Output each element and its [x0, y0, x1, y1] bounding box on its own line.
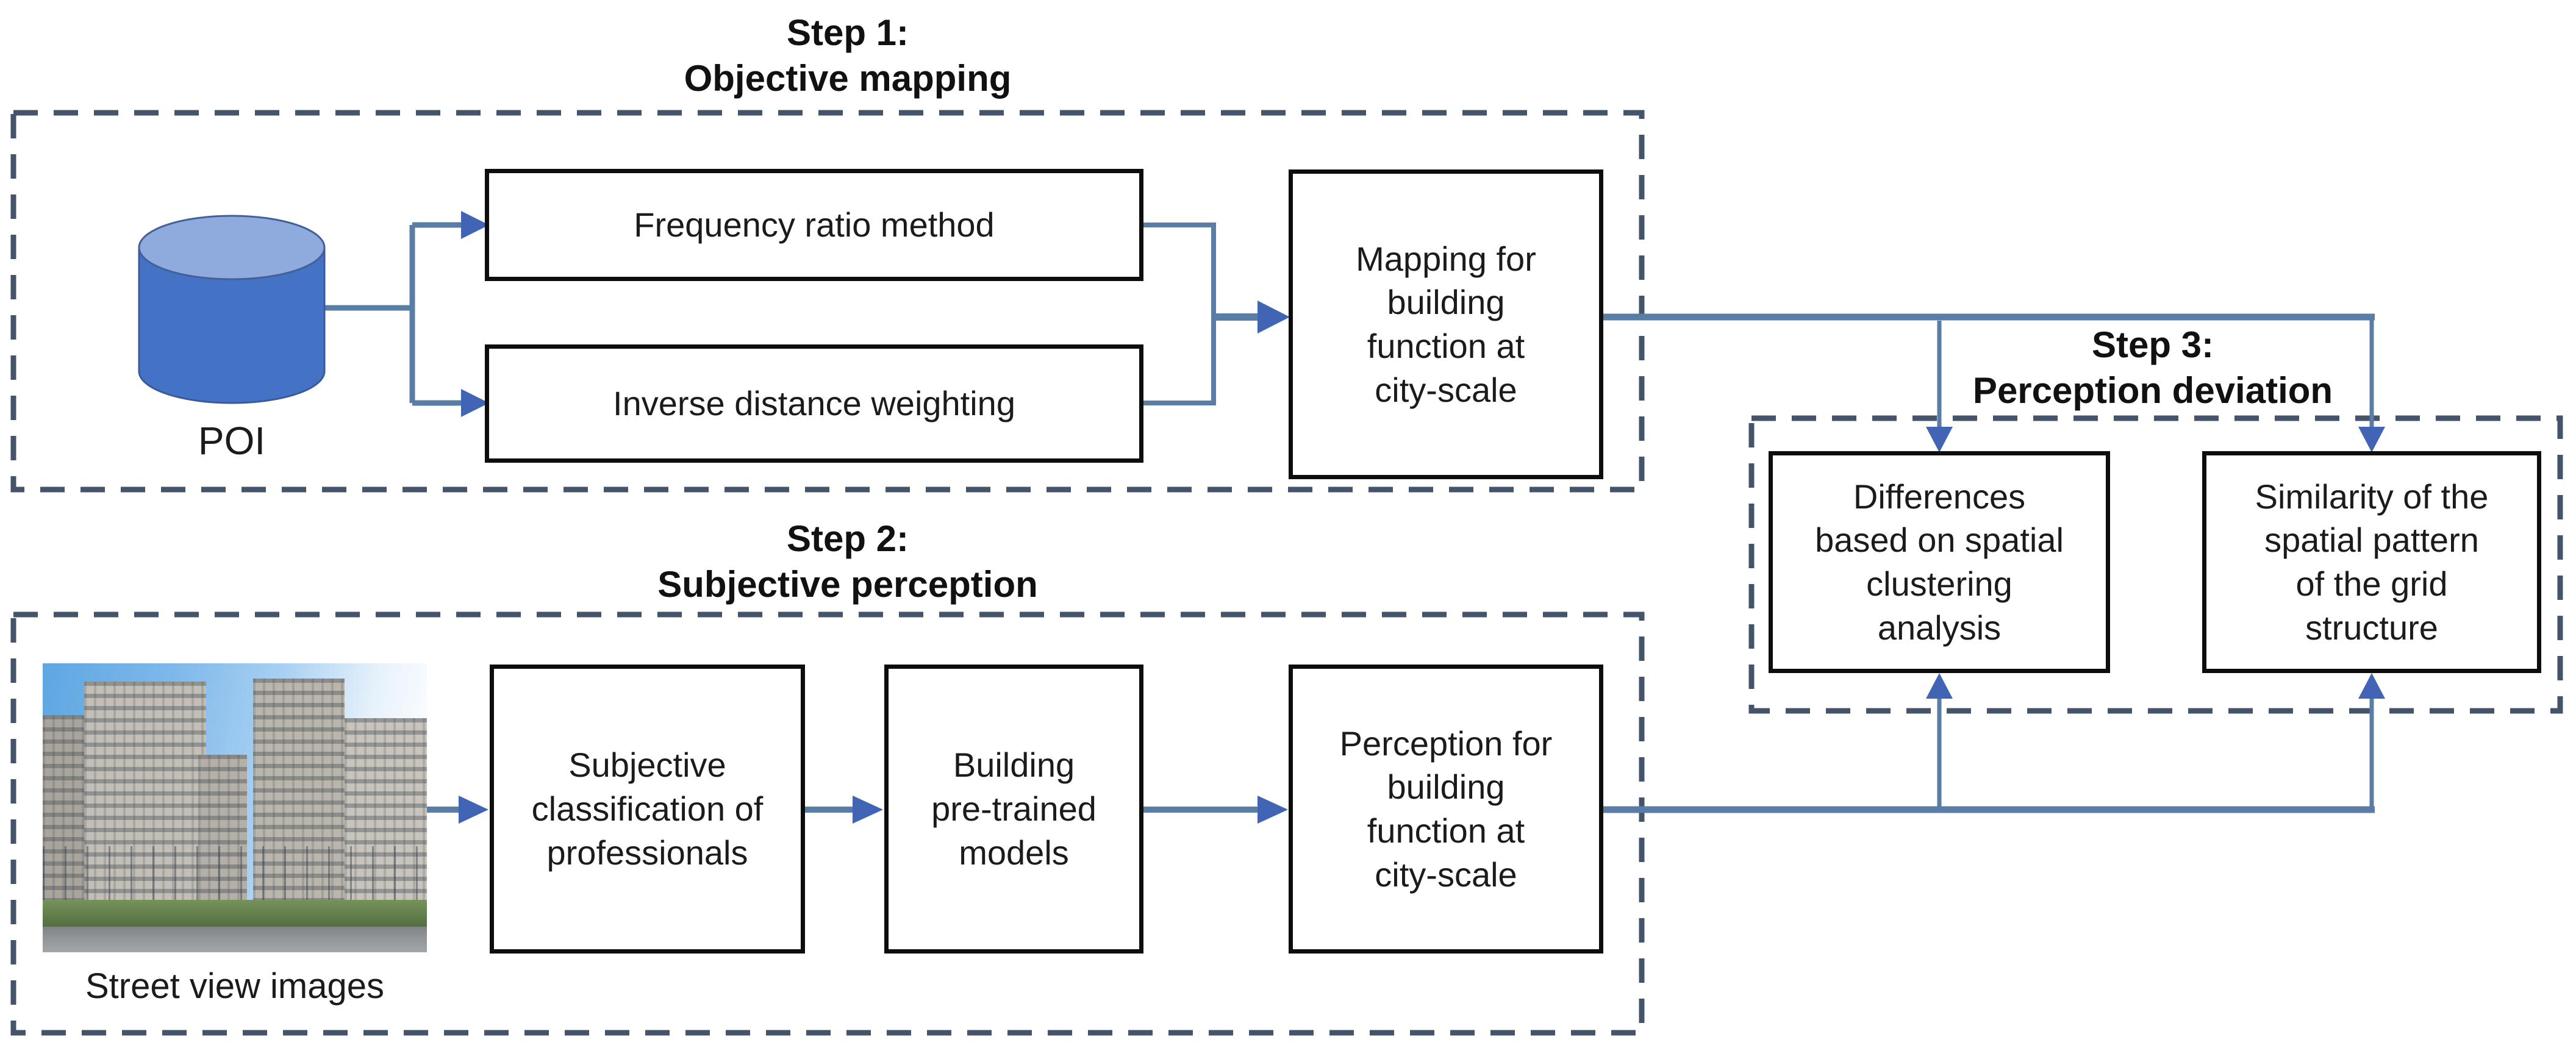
cylinder-body — [138, 246, 326, 404]
step2-title: Step 2: Subjective perception — [657, 518, 1038, 605]
database-cylinder-icon — [138, 215, 326, 404]
step1-dashed-container — [10, 110, 1645, 493]
arrowhead-to-subjective — [459, 796, 488, 824]
arrowhead-to-frequency — [461, 211, 489, 239]
photo-building-2 — [84, 682, 206, 935]
photo-road — [43, 927, 427, 952]
node-label: Subjective classification of professiona… — [531, 746, 764, 872]
step3-title: Step 3: Perception deviation — [1972, 324, 2333, 411]
arrowhead-up-similarity — [2358, 673, 2385, 699]
arrowhead-down-similarity — [2358, 427, 2385, 452]
node-frequency-ratio-method: Frequency ratio method — [485, 169, 1143, 281]
step2-dashed-container — [10, 611, 1645, 1036]
node-differences-spatial-clustering: Differences based on spatial clustering … — [1769, 451, 2110, 673]
node-perception-building-function: Perception for building function at city… — [1289, 665, 1603, 954]
node-label: Similarity of the spatial pattern of the… — [2255, 477, 2489, 647]
node-label: Inverse distance weighting — [613, 384, 1015, 423]
step1-title: Step 1: Objective mapping — [684, 12, 1012, 99]
node-label: Differences based on spatial clustering … — [1815, 477, 2064, 647]
node-building-pretrained-models: Building pre-trained models — [884, 665, 1143, 954]
photo-building-5 — [345, 718, 427, 935]
node-similarity-spatial-pattern: Similarity of the spatial pattern of the… — [2202, 451, 2541, 673]
step3-dashed-container — [1748, 415, 2563, 714]
arrowhead-to-inverse — [461, 389, 489, 417]
node-mapping-building-function: Mapping for building function at city-sc… — [1289, 169, 1603, 479]
street-view-label: Street view images — [85, 966, 384, 1006]
arrowhead-down-differences — [1926, 427, 1953, 452]
poi-label: POI — [198, 419, 266, 463]
arrowhead-to-perception — [1258, 796, 1288, 824]
node-inverse-distance-weighting: Inverse distance weighting — [485, 344, 1143, 463]
photo-greenery — [43, 900, 427, 930]
node-subjective-classification: Subjective classification of professiona… — [490, 665, 805, 954]
photo-fence — [43, 846, 427, 905]
cylinder-top — [138, 215, 326, 280]
arrowhead-to-pretrained — [853, 796, 883, 824]
node-label: Perception for building function at city… — [1339, 724, 1553, 894]
node-label: Mapping for building function at city-sc… — [1356, 239, 1536, 409]
arrowhead-to-mapping — [1258, 301, 1290, 333]
node-label: Building pre-trained models — [931, 746, 1097, 872]
poi-database — [137, 213, 327, 405]
photo-building-1 — [43, 715, 91, 935]
arrowhead-up-differences — [1926, 673, 1953, 699]
street-view-photo — [43, 663, 427, 952]
photo-building-4 — [253, 679, 345, 935]
node-label: Frequency ratio method — [634, 205, 995, 244]
